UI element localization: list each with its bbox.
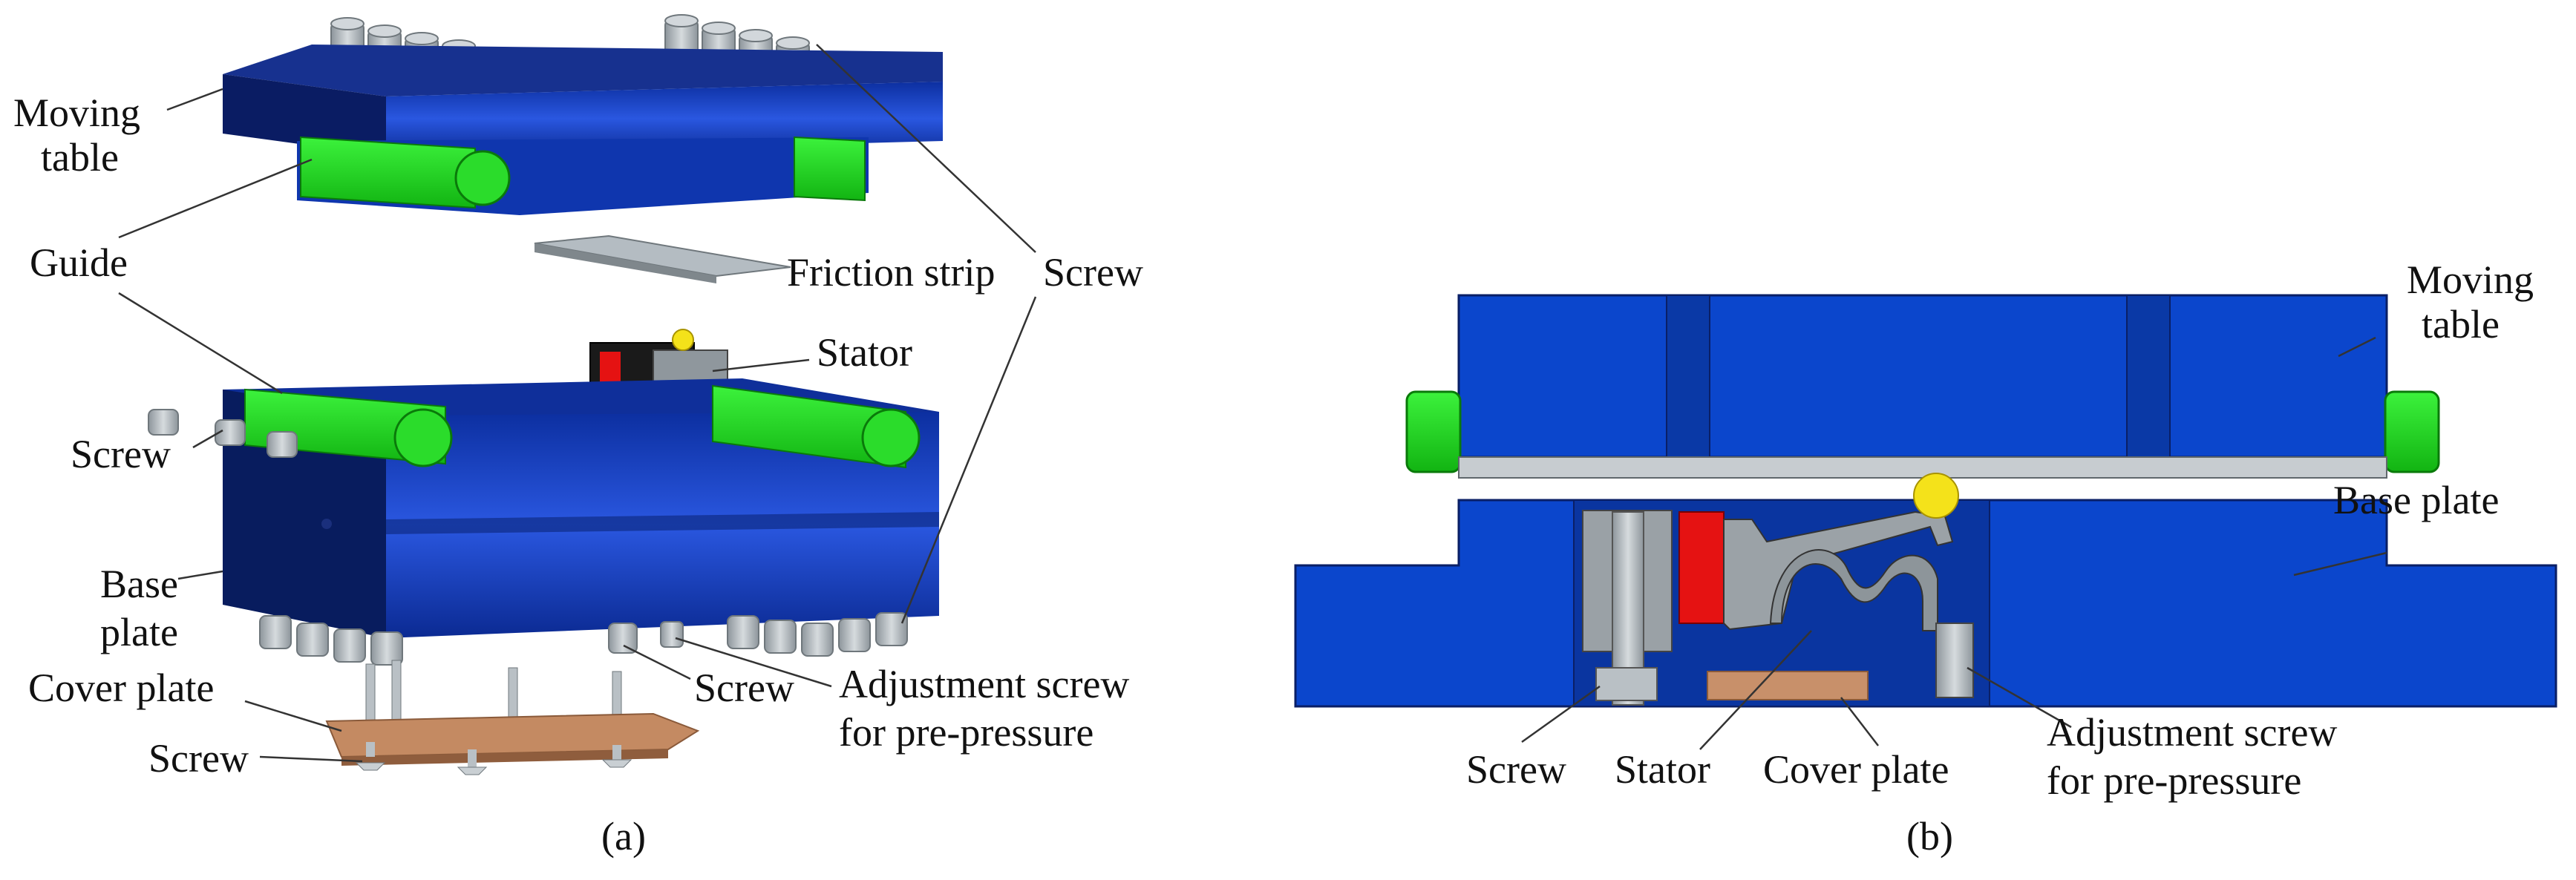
leader-screw-mid-a (623, 644, 691, 680)
friction-strip-b (1458, 456, 2387, 479)
guide-left-b (1405, 390, 1462, 473)
panel-b: Moving table Base plate Screw Stator Cov… (1294, 257, 2557, 858)
leader-guide-upper-a (118, 158, 313, 239)
caption-a: (a) (601, 814, 646, 858)
label-adjust-b-2: for pre-pressure (2047, 758, 2301, 803)
cover-plate-b (1707, 671, 1869, 700)
moving-table-a (223, 14, 943, 215)
label-friction-strip-a: Friction strip (787, 250, 996, 295)
leader-guide-lower-a (118, 292, 283, 395)
label-stator-b: Stator (1615, 747, 1710, 792)
leader-adjust-b (1967, 666, 2072, 729)
leader-screw-top-a (816, 44, 1036, 253)
label-stator-a: Stator (817, 330, 912, 375)
label-screw-top-a: Screw (1043, 250, 1143, 295)
label-adjust-a-1: Adjustment screw (839, 662, 1129, 706)
label-moving-table-a-1: Moving (13, 91, 140, 135)
leader-cover-plate-b (1840, 697, 1879, 746)
label-adjust-a-2: for pre-pressure (839, 710, 1094, 755)
label-base-plate-a-1: Base (100, 562, 178, 606)
label-base-plate-b: Base plate (2333, 478, 2499, 522)
leader-base-plate-a (177, 570, 223, 580)
label-screw-mid-a: Screw (694, 666, 794, 710)
leader-screw-left-a (192, 429, 223, 449)
label-adjust-b-1: Adjustment screw (2047, 710, 2337, 755)
side-screws-a (148, 409, 298, 458)
bottom-screws-a (259, 612, 908, 666)
stator-b (1582, 473, 1974, 706)
caption-b: (b) (1906, 814, 1953, 858)
leader-adjust-a (675, 637, 832, 688)
label-cover-plate-b: Cover plate (1763, 747, 1949, 792)
label-moving-table-b-2: table (2422, 302, 2500, 347)
leader-base-plate-b (2293, 551, 2387, 577)
label-moving-table-a-2: table (41, 135, 119, 180)
leader-screw-bottom-a (259, 755, 363, 763)
leader-stator-b (1699, 630, 1812, 750)
panel-a: Moving table Guide Friction strip Screw … (13, 14, 1143, 858)
label-guide-a: Guide (30, 240, 128, 285)
label-screw-b: Screw (1466, 747, 1566, 792)
guide-right-b (2384, 390, 2440, 473)
base-plate-a (223, 378, 939, 638)
cover-plate-a (325, 660, 700, 775)
leader-screw-bottom-right-a (900, 296, 1037, 624)
label-screw-left-a: Screw (71, 432, 171, 476)
label-cover-plate-a: Cover plate (28, 666, 214, 710)
label-moving-table-b-1: Moving (2407, 257, 2534, 302)
label-base-plate-a-2: plate (100, 610, 178, 654)
leader-cover-plate-a (244, 700, 342, 732)
moving-table-b (1457, 294, 2388, 459)
label-screw-bottom-a: Screw (148, 736, 249, 781)
leader-screw-b (1521, 685, 1601, 743)
leader-stator-a (712, 358, 810, 372)
leader-moving-table-b (2338, 336, 2376, 358)
leader-moving-table-a (166, 88, 223, 111)
